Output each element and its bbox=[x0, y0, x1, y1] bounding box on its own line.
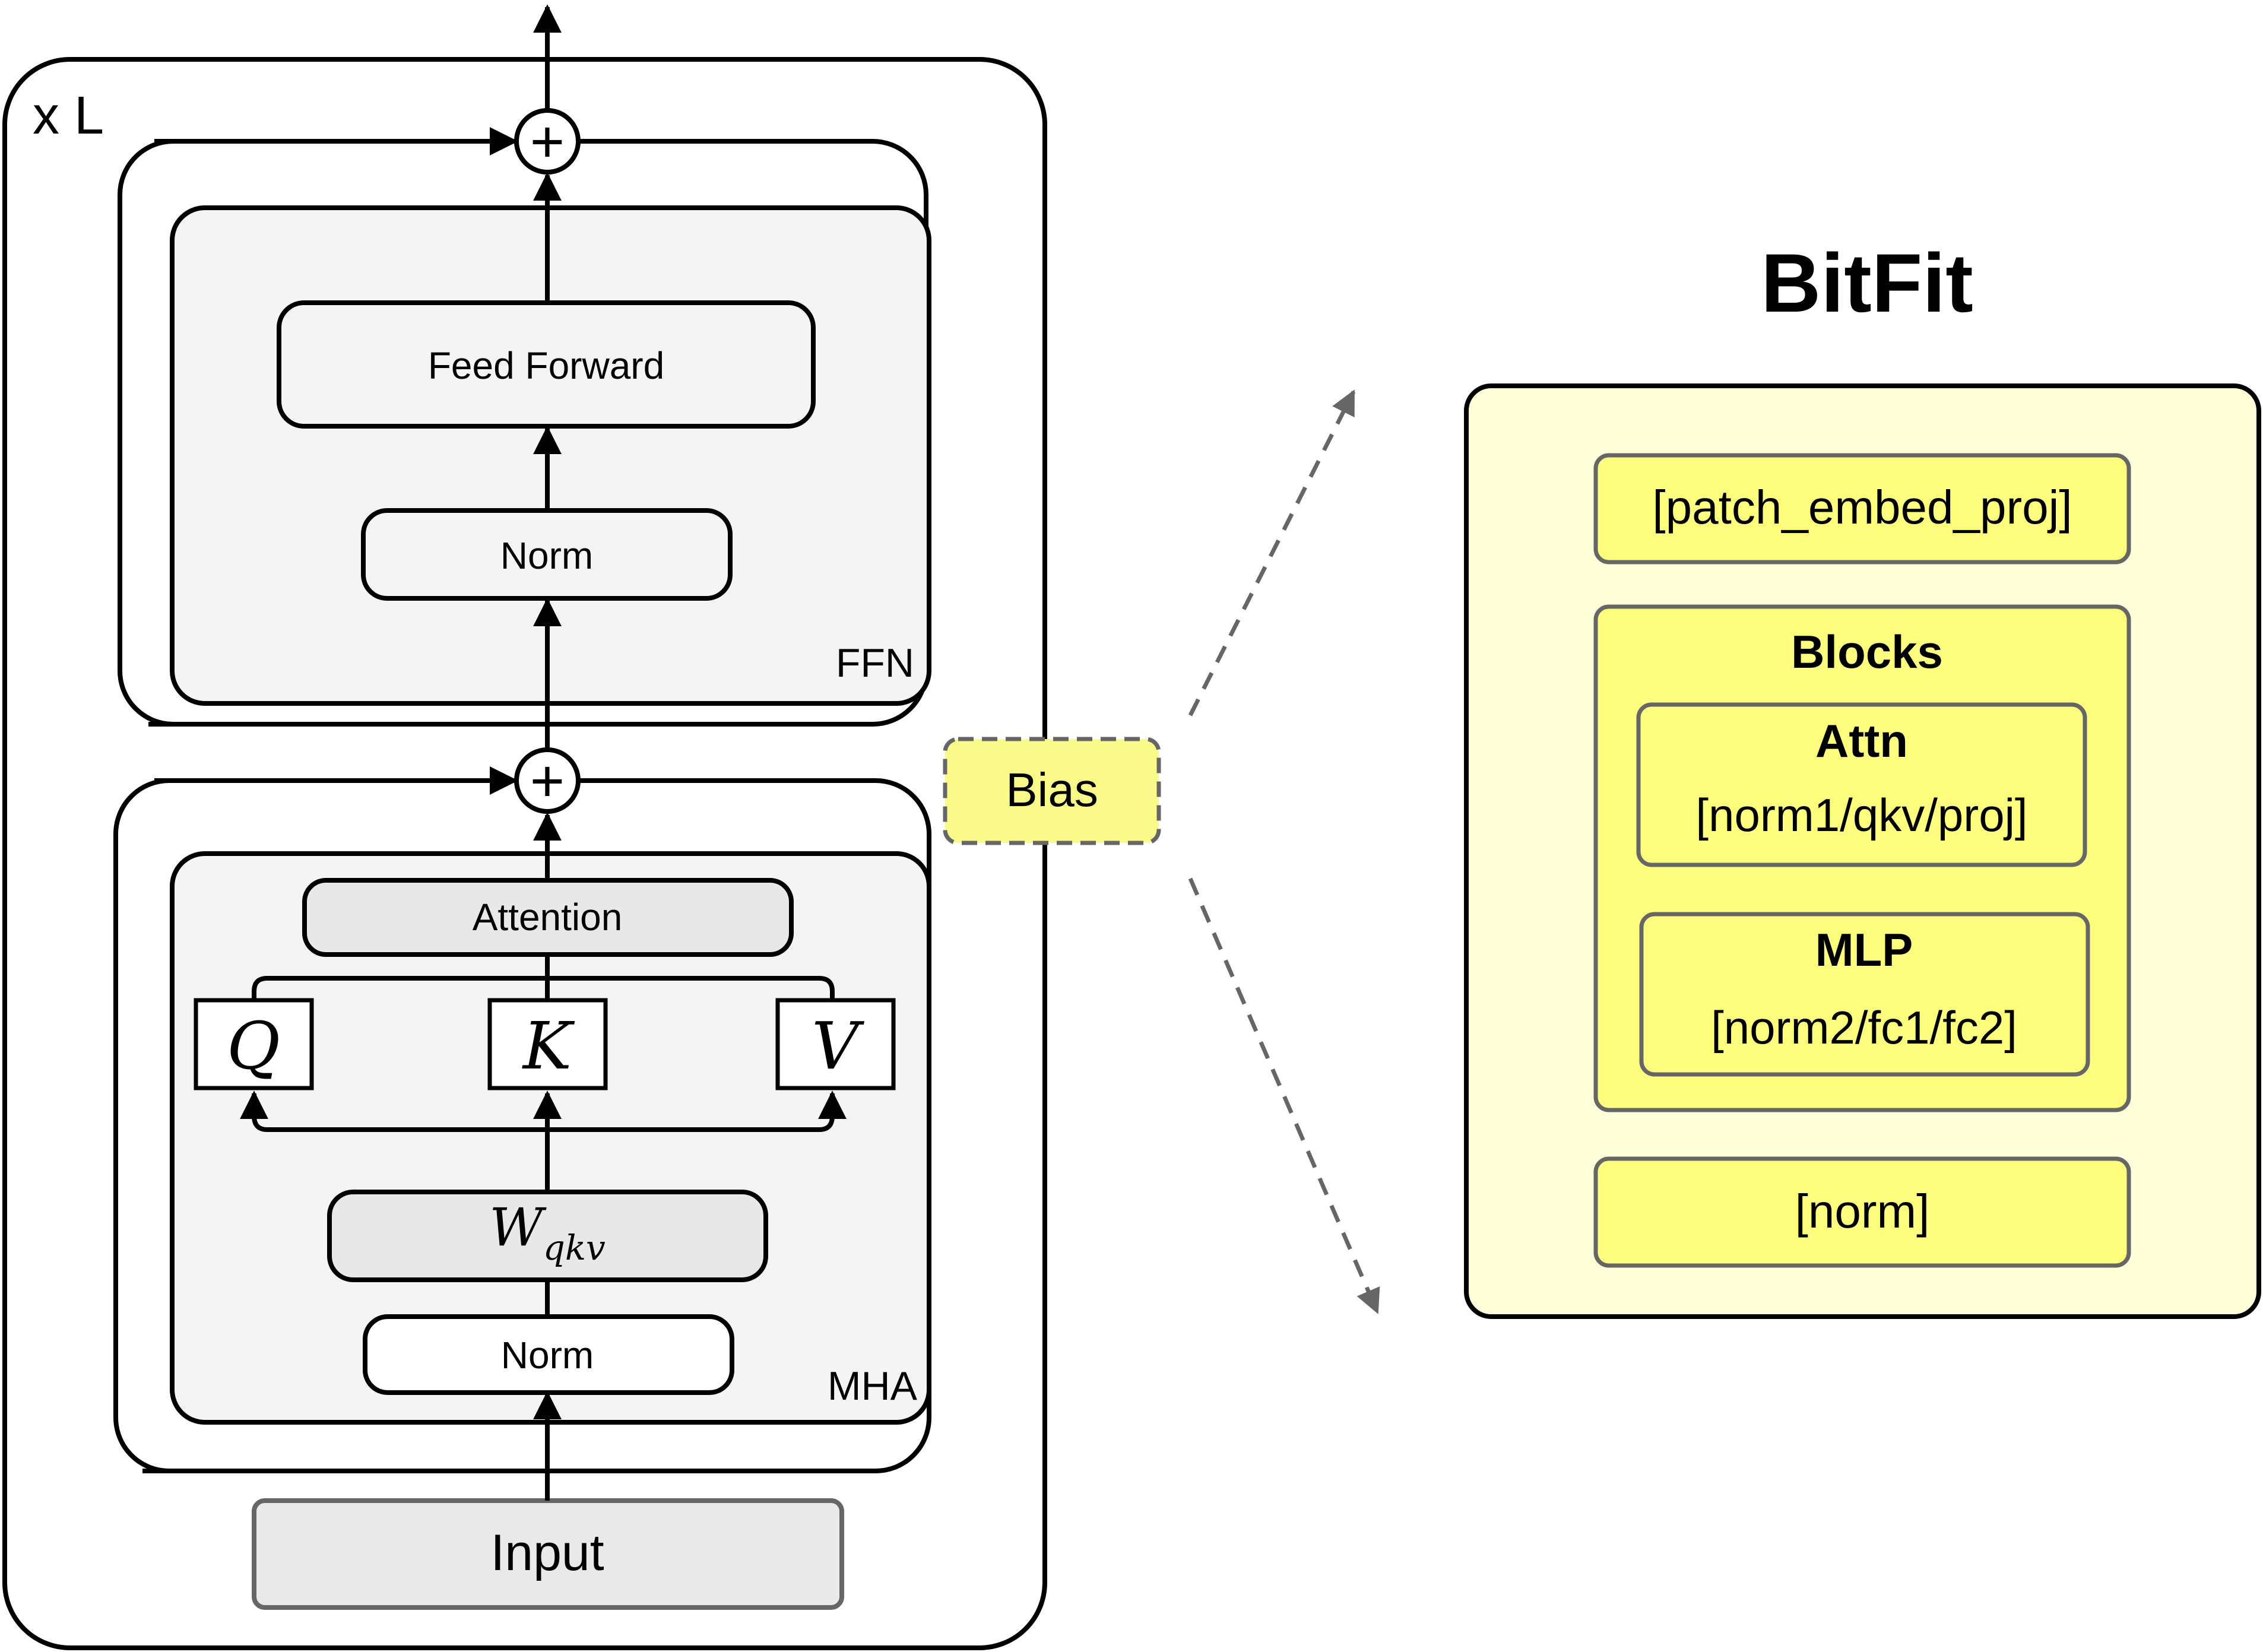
patch-embed-box bbox=[1593, 453, 2131, 565]
v-label: V bbox=[812, 1008, 864, 1084]
attention-label: Attention bbox=[473, 896, 623, 938]
ffn-norm-label: Norm bbox=[500, 534, 593, 577]
expand-arrow-down bbox=[1188, 877, 1380, 1314]
attn-title: Attn bbox=[1815, 715, 1908, 767]
mha-label: MHA bbox=[828, 1364, 918, 1409]
bitfit-title: BitFit bbox=[1761, 236, 1973, 329]
mlp-params: [norm2/fc1/fc2] bbox=[1711, 1001, 2017, 1054]
final-norm-box bbox=[1593, 1156, 2131, 1268]
q-box bbox=[194, 998, 314, 1090]
wqkv-label: Wqkv bbox=[489, 1197, 606, 1268]
k-label: K bbox=[522, 1008, 575, 1084]
wqkv-qv-connector-bottom bbox=[240, 1090, 847, 1132]
mlp-box bbox=[1639, 912, 2090, 1077]
ffn-add-symbol: + bbox=[530, 109, 565, 175]
v-box bbox=[775, 998, 896, 1090]
repeat-label: x L bbox=[33, 86, 104, 145]
feed-forward-label: Feed Forward bbox=[428, 344, 664, 387]
input-label: Input bbox=[490, 1524, 604, 1581]
mlp-title: MLP bbox=[1815, 924, 1913, 976]
final-norm-label: [norm] bbox=[1795, 1185, 1930, 1238]
ffn-label: FFN bbox=[836, 640, 914, 686]
patch-embed-label: [patch_embed_proj] bbox=[1652, 481, 2072, 534]
ffn-panel bbox=[170, 205, 931, 706]
attn-params: [norm1/qkv/proj] bbox=[1695, 789, 2027, 841]
q-label: Q bbox=[227, 1008, 280, 1084]
bias-label: Bias bbox=[1006, 763, 1098, 816]
mha-norm-label: Norm bbox=[501, 1334, 594, 1377]
k-box bbox=[487, 998, 608, 1090]
attention-qv-connector-top bbox=[252, 976, 835, 1000]
expand-arrow-up bbox=[1188, 389, 1356, 716]
attn-box bbox=[1636, 702, 2087, 867]
blocks-title: Blocks bbox=[1791, 626, 1943, 678]
mha-add-symbol: + bbox=[530, 748, 565, 814]
bias-box bbox=[943, 737, 1161, 845]
